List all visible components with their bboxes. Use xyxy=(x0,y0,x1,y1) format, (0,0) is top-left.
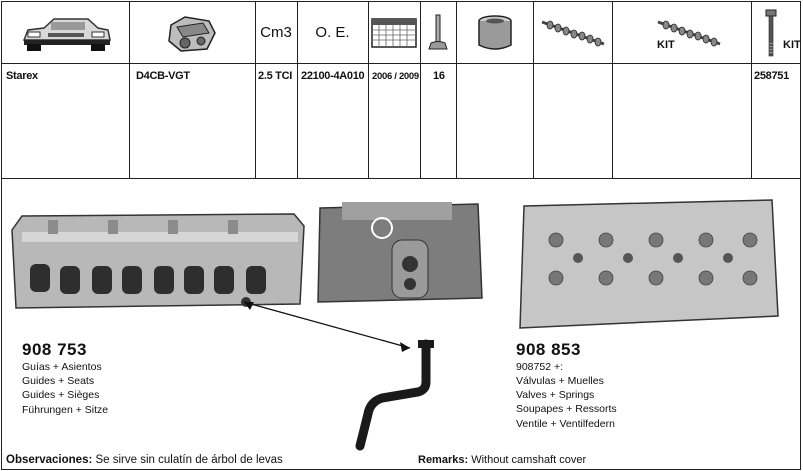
product-right-line: Ventile + Ventilfedern xyxy=(516,418,615,430)
remarks-es: Observaciones: Se sirve sin culatín de á… xyxy=(6,454,283,466)
camshaft-icon xyxy=(533,2,612,63)
bolt-kit-icon xyxy=(751,2,801,63)
valve-icon xyxy=(420,2,456,63)
parts-table: Cm3 O. E. xyxy=(1,1,801,179)
product-left-line: Führungen + Sitze xyxy=(22,404,109,416)
remarks-es-text: Se sirve sin culatín de árbol de levas xyxy=(92,454,283,466)
engine-icon xyxy=(129,2,255,63)
product-left-line: Guides + Sièges xyxy=(22,389,100,401)
oe-cell: 22100-4A010 xyxy=(301,70,365,82)
cm3-header: Cm3 xyxy=(260,24,292,41)
product-right-line: Valves + Springs xyxy=(516,389,595,401)
vehicle-icon xyxy=(2,2,129,63)
remarks-en-text: Without camshaft cover xyxy=(468,454,587,466)
valves-cell: 16 xyxy=(433,70,445,82)
product-code-right: 908 853 xyxy=(516,340,581,359)
product-code-left: 908 753 xyxy=(22,340,87,359)
camshaft-kit-icon xyxy=(612,2,751,63)
product-panel xyxy=(1,179,801,470)
remarks-es-label: Observaciones: xyxy=(6,454,93,466)
cylinder-head-left-image xyxy=(11,213,305,309)
remarks-en-label: Remarks: xyxy=(418,454,469,466)
bolt-kit-label: KIT xyxy=(783,39,801,51)
engine-cell: D4CB-VGT xyxy=(136,70,190,82)
remarks-en: Remarks: Without camshaft cover xyxy=(418,454,586,466)
oe-header: O. E. xyxy=(315,24,350,41)
product-right-subcode: 908752 +: xyxy=(516,361,564,373)
bolt-kit-cell: 258751 xyxy=(754,70,789,82)
cylinder-head-top-image xyxy=(519,199,779,329)
camshaft-kit-label: KIT xyxy=(657,39,675,51)
tappet-icon xyxy=(456,2,533,63)
pipe-callout xyxy=(243,301,434,451)
product-left-line: Guías + Asientos xyxy=(22,361,102,373)
product-left-line: Guides + Seats xyxy=(22,375,95,387)
cylinder-head-rear-image xyxy=(317,202,483,303)
model-cell: Starex xyxy=(6,70,38,82)
calendar-icon xyxy=(368,2,420,63)
product-right-line: Válvulas + Muelles xyxy=(516,375,604,387)
years-cell: 2006 / 2009 xyxy=(372,71,419,82)
cm3-cell: 2.5 TCI xyxy=(258,70,292,82)
product-right-line: Soupapes + Ressorts xyxy=(516,403,617,415)
